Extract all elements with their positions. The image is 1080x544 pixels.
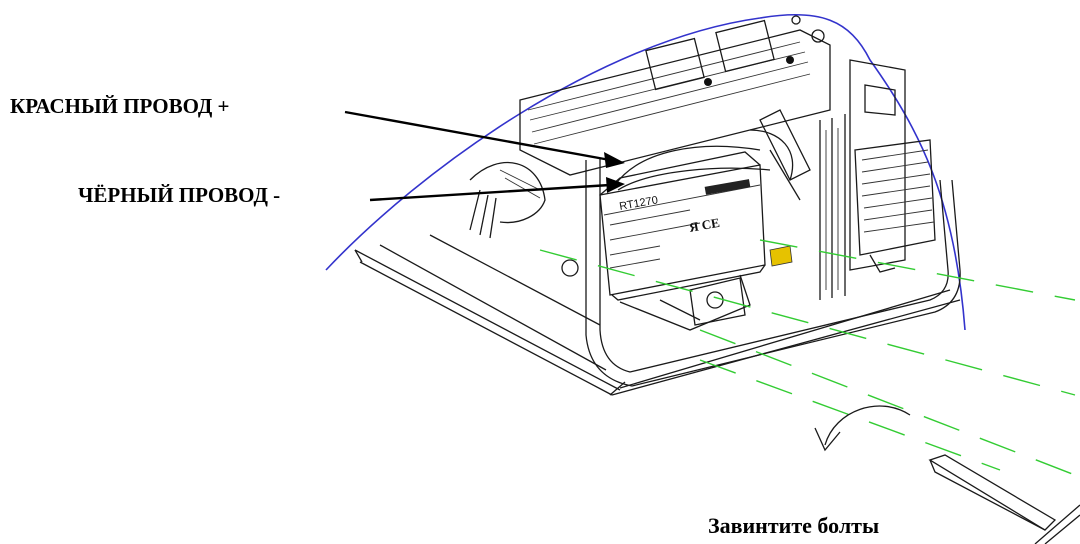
battery-wires bbox=[614, 109, 811, 201]
warning-sticker-icon bbox=[769, 245, 793, 267]
cutaway-outline bbox=[325, 13, 966, 331]
red-wire-label: КРАСНЫЙ ПРОВОД + bbox=[10, 94, 230, 118]
left-mechanism bbox=[469, 161, 546, 239]
rotate-arrow-icon bbox=[814, 405, 911, 452]
base-frame bbox=[354, 234, 961, 396]
frame-tube bbox=[585, 158, 961, 387]
alignment-guides bbox=[539, 239, 1076, 476]
battery-marks: Я CE bbox=[688, 215, 721, 235]
tighten-bolts-label: Завинтите болты bbox=[708, 513, 880, 538]
control-panel bbox=[519, 15, 831, 176]
black-wire-label: ЧЁРНЫЙ ПРОВОД - bbox=[78, 183, 281, 207]
battery-model: RT1270 bbox=[618, 194, 658, 213]
side-rails bbox=[819, 114, 846, 300]
right-module bbox=[849, 59, 936, 273]
pointer-arrows bbox=[344, 110, 625, 202]
t-wrench bbox=[928, 454, 1080, 544]
battery bbox=[599, 151, 766, 331]
